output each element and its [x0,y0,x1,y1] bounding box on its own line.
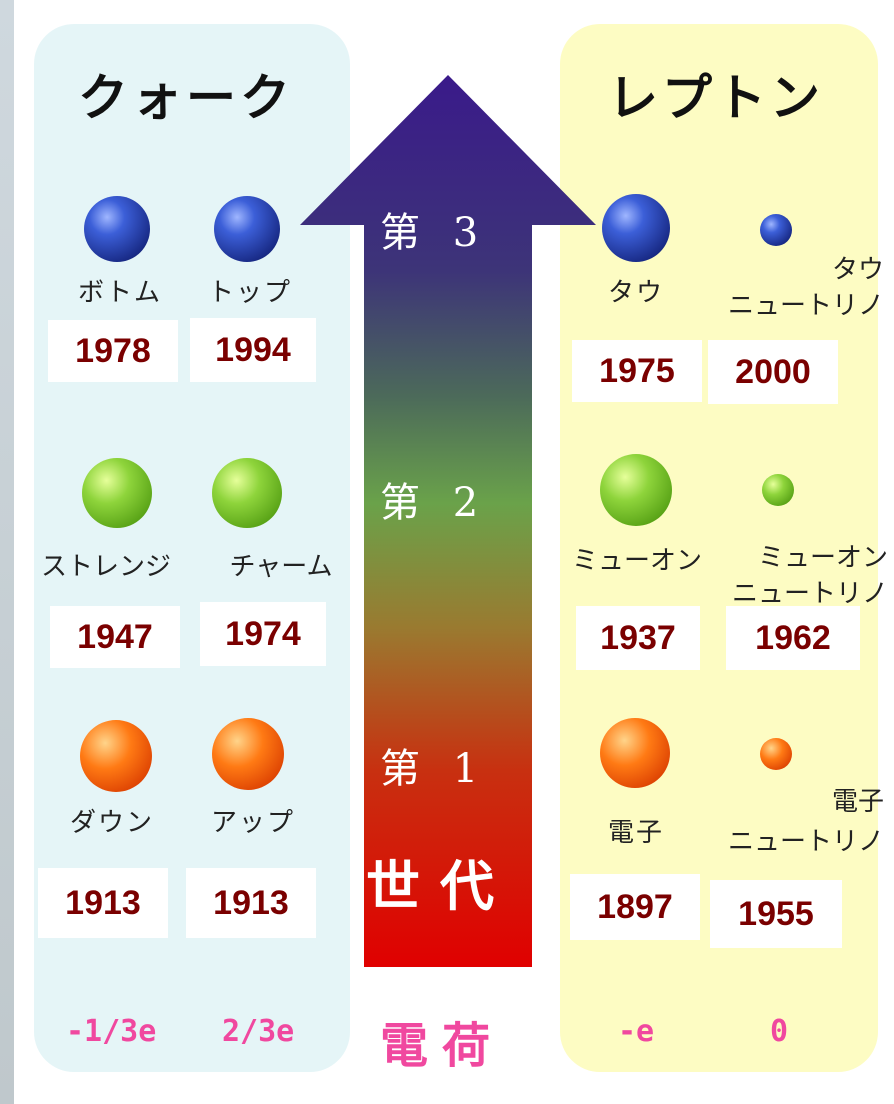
generation-1-label: 第 1 [380,746,489,792]
down-quark-name: ダウン [69,808,154,838]
up-quark-name: アップ [210,808,295,838]
neutrino-charge: 0 [770,1014,789,1049]
bottom-quark-year: 1978 [48,320,178,382]
tau-neutrino-sphere [760,214,792,246]
electron-year: 1897 [570,874,700,940]
muon-neutrino-year: 1962 [726,606,860,670]
muon-sphere [600,454,672,526]
electron-neutrino-name: 電子 ニュートリノ [727,787,884,857]
generation-3-label: 第 3 [380,210,489,256]
tau-year: 1975 [572,340,702,402]
muon-neutrino-sphere [762,474,794,506]
strange-quark-sphere [82,458,152,528]
top-quark-year: 1994 [190,318,316,382]
electron-charge: -e [618,1014,655,1049]
lepton-title: レプトン [608,68,824,127]
top-quark-sphere [214,196,280,262]
up-quark-year: 1913 [186,868,316,938]
generation-arrow [300,75,596,967]
generation-label: 世代 [366,854,514,918]
charm-quark-year: 1974 [200,602,326,666]
bottom-quark-name: ボトム [77,278,162,308]
top-quark-name: トップ [207,278,292,308]
electron-neutrino-year: 1955 [710,880,842,948]
down-quark-sphere [80,720,152,792]
quark-title: クォーク [78,68,294,127]
charge-label: 電荷 [380,1018,505,1074]
bottom-quark-sphere [84,196,150,262]
electron-neutrino-sphere [760,738,792,770]
down-quark-year: 1913 [38,868,168,938]
up-quark-sphere [212,718,284,790]
tau-neutrino-name: タウ ニュートリノ [727,255,884,321]
muon-year: 1937 [576,606,700,670]
generation-2-label: 第 2 [380,480,489,526]
charm-quark-sphere [212,458,282,528]
up-quark-charge: 2/3e [222,1014,295,1049]
strange-quark-name: ストレンジ [40,552,171,582]
tau-neutrino-year: 2000 [708,340,838,404]
muon-name: ミューオン [571,546,702,576]
particle-chart: クォーク レプトン 第 3 第 2 第 1 世代 ボトム トップ 1978 19… [14,0,894,1104]
down-quark-charge: -1/3e [66,1014,157,1049]
muon-neutrino-name: ミューオン ニュートリノ [731,543,888,609]
strange-quark-year: 1947 [50,606,180,668]
tau-sphere [602,194,670,262]
electron-sphere [600,718,670,788]
charm-quark-name: チャーム [229,552,333,582]
tau-name: タウ [607,278,664,308]
electron-name: 電子 [607,818,664,848]
